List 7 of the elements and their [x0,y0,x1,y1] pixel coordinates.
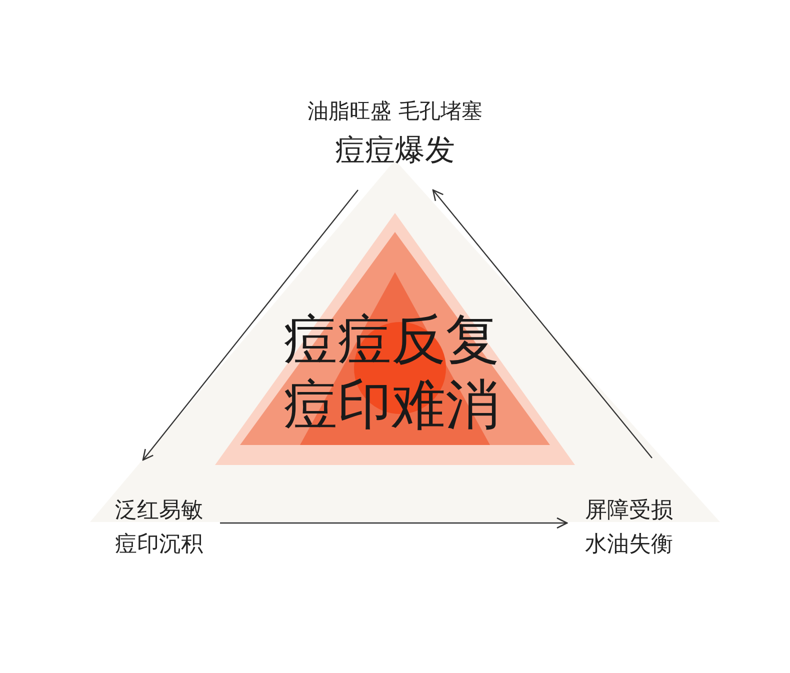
arrow [432,189,652,458]
label-text: 泛红易敏痘印沉积 [114,497,204,560]
caption-text: 油脂旺盛 毛孔堵塞 [306,98,484,125]
label-text: 屏障受损水油失衡 [584,497,674,560]
arrow [142,190,358,461]
arrow [220,517,568,529]
label-text: 痘痘爆发 [334,132,456,170]
